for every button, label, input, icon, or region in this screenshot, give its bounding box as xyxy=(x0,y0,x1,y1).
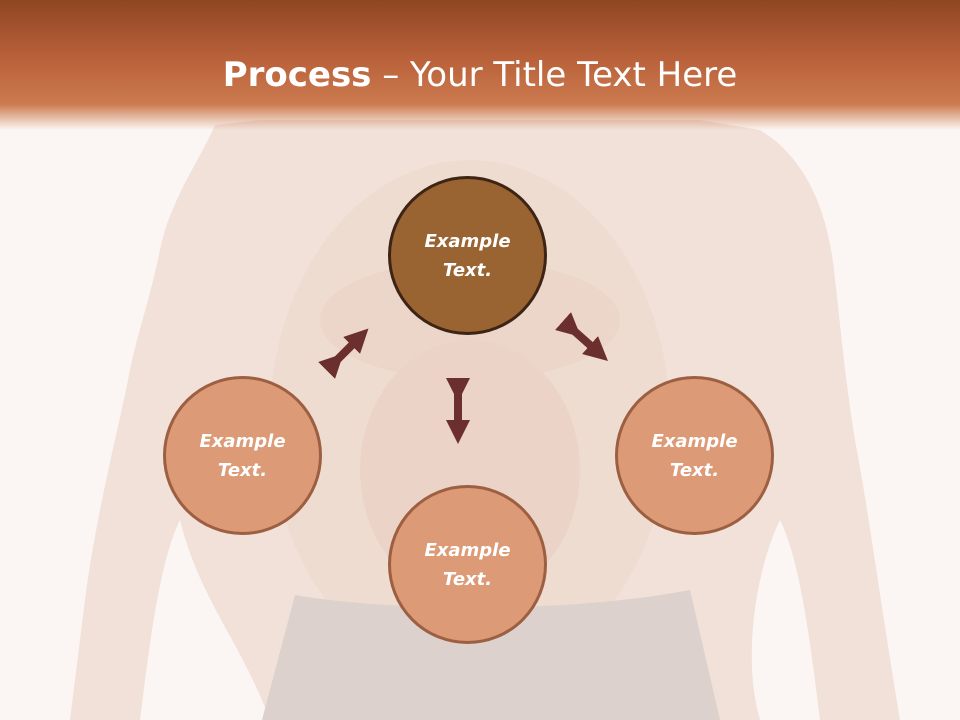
node-bottom-label: Example Text. xyxy=(424,539,511,590)
title-bar xyxy=(0,0,960,130)
arrow-top-right xyxy=(555,312,608,361)
title-rest: – Your Title Text Here xyxy=(371,55,738,95)
node-top: Example Text. xyxy=(388,176,547,335)
node-right-label: Example Text. xyxy=(651,430,738,481)
node-left-label: Example Text. xyxy=(199,430,286,481)
slide-title: Process – Your Title Text Here xyxy=(0,52,960,98)
title-bold: Process xyxy=(222,55,372,95)
node-left: Example Text. xyxy=(163,376,322,535)
arrow-top-left xyxy=(318,328,369,379)
node-top-label: Example Text. xyxy=(424,230,511,281)
node-right: Example Text. xyxy=(615,376,774,535)
node-bottom: Example Text. xyxy=(388,485,547,644)
